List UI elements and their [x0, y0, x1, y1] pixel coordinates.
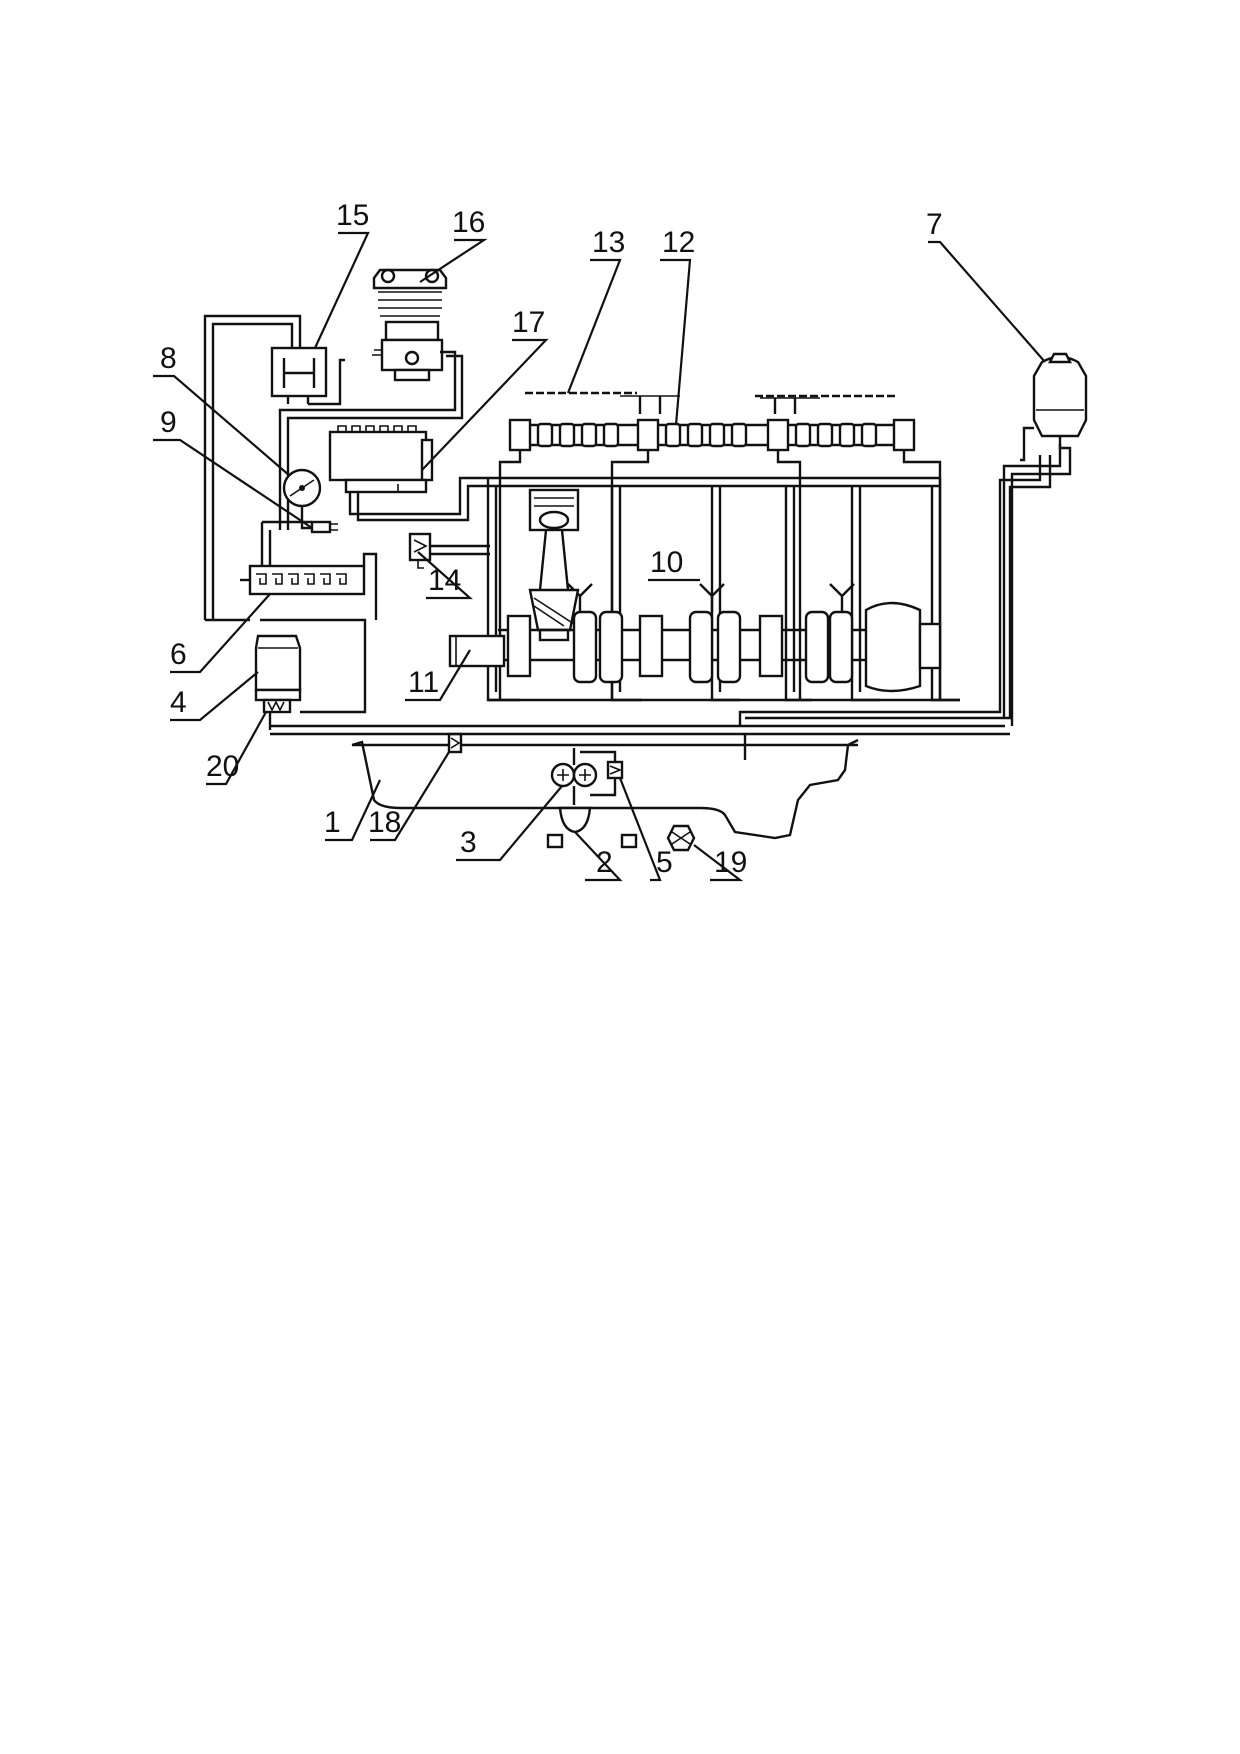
label-17: 17 — [512, 306, 545, 339]
label-12: 12 — [662, 226, 695, 259]
oil-pressure-gauge — [282, 468, 322, 530]
label-3: 3 — [460, 826, 477, 859]
label-13: 13 — [592, 226, 625, 259]
label-5: 5 — [656, 846, 673, 879]
label-10: 10 — [650, 546, 683, 579]
label-19: 19 — [714, 846, 747, 879]
label-11: 11 — [408, 666, 439, 699]
crankshaft-front-gear — [448, 634, 506, 668]
crankshaft — [498, 601, 942, 693]
camshaft — [498, 418, 942, 700]
label-20: 20 — [206, 750, 239, 783]
oil-cooler — [240, 552, 378, 620]
turbocharger — [270, 346, 345, 406]
oil-centrifuge — [1002, 352, 1088, 726]
label-16: 16 — [452, 206, 485, 239]
jet-valve — [408, 532, 490, 569]
bypass-valve — [447, 732, 463, 754]
air-compressor — [278, 268, 464, 530]
label-1: 1 — [324, 806, 341, 839]
fuel-injection-pump — [328, 425, 940, 522]
oil-strainer — [556, 806, 594, 834]
label-18: 18 — [368, 806, 401, 839]
callout-labels: 1 18 3 2 5 19 4 20 6 7 8 9 10 11 12 13 1… — [160, 199, 943, 879]
piston-and-connecting-rod — [528, 488, 580, 642]
label-2: 2 — [596, 846, 613, 879]
oil-pressure-sensor — [260, 520, 338, 566]
label-7: 7 — [926, 208, 943, 241]
main-oil-gallery-lower — [270, 455, 1052, 760]
oil-pump — [550, 748, 598, 805]
rocker-shaft — [525, 391, 895, 414]
oil-sump — [351, 738, 859, 849]
label-6: 6 — [170, 638, 187, 671]
label-14: 14 — [428, 564, 461, 597]
pressure-relief-valve — [580, 750, 624, 797]
drain-plug — [666, 824, 696, 852]
label-8: 8 — [160, 342, 177, 375]
label-15: 15 — [336, 199, 369, 232]
leader-lines — [153, 231, 1046, 882]
oil-filter — [254, 618, 367, 730]
label-4: 4 — [170, 686, 187, 719]
label-9: 9 — [160, 406, 177, 439]
turbocharger-oil-lines — [203, 314, 302, 622]
